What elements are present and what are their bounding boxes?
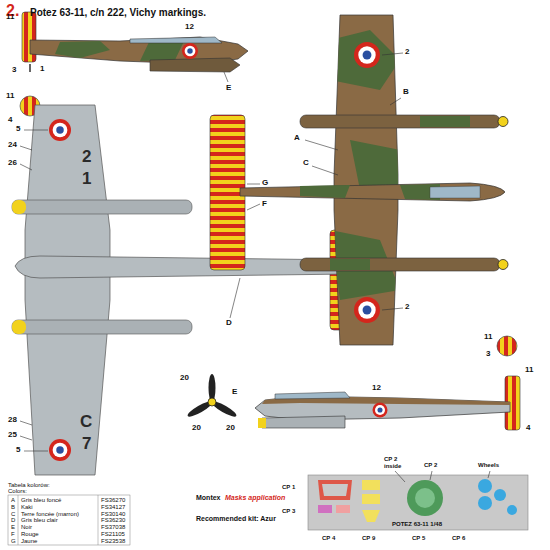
callout-number: 3 (12, 66, 16, 75)
code-letter: 1 (82, 170, 91, 189)
mask-label: CP 1 (282, 484, 295, 491)
callout-number: 5 (16, 446, 20, 455)
callout-number: D (226, 319, 232, 328)
table-cell: C (11, 511, 15, 518)
lower-view (12, 105, 368, 475)
code-letter: 2 (82, 148, 91, 167)
mask-label: inside (384, 463, 401, 470)
table-cell: F (11, 531, 15, 538)
table-cell: Gris bleu clair (21, 517, 58, 524)
upper-view (210, 15, 508, 345)
callout-number: E (226, 84, 231, 93)
table-cell: Rouge (21, 531, 39, 538)
table-cell: Gris bleu foncé (21, 497, 61, 504)
callout-number: 11 (484, 333, 492, 342)
table-cell: FS36270 (101, 497, 125, 504)
table-cell: D (11, 517, 15, 524)
mask-label: CP 2 (424, 462, 437, 469)
callout-number: E (232, 388, 237, 397)
table-cell: FS21105 (101, 531, 125, 538)
table-cell: B (11, 504, 15, 511)
brand-name: Montex (196, 494, 221, 502)
code-letter: 7 (82, 435, 91, 454)
mask-label: POTEZ 63-11 1/48 (392, 521, 442, 528)
table-cell: Noir (21, 524, 32, 531)
table-cell: FS34127 (101, 504, 125, 511)
callout-number: 12 (372, 384, 381, 393)
callout-number: A (294, 134, 300, 143)
table-title: Colors: (8, 488, 27, 495)
callout-number: 20 (226, 424, 235, 433)
callout-number: 24 (8, 141, 17, 150)
table-cell: A (11, 497, 15, 504)
side-view-lower (255, 376, 520, 430)
mask-label: Masks application (225, 494, 285, 502)
side-view-upper (22, 12, 248, 82)
callout-number: 20 (180, 374, 189, 383)
mask-label: CP 2 (384, 456, 397, 463)
table-cell: FS37038 (101, 524, 125, 531)
callout-number: 28 (8, 416, 17, 425)
kit-note: Recommended kit: Azur (196, 515, 276, 523)
callout-number: 1 (40, 65, 44, 74)
callout-number: B (403, 88, 409, 97)
mask-label: CP 5 (412, 535, 425, 542)
mask-label: CP 3 (282, 508, 295, 515)
table-title: Tabela kolorów: (8, 482, 50, 489)
mask-label: Wheels (478, 462, 499, 469)
mask-label: CP 4 (322, 535, 335, 542)
table-cell: E (11, 524, 15, 531)
callout-number: 12 (185, 23, 194, 32)
callout-number: 11 (6, 92, 14, 101)
mask-label: CP 9 (362, 535, 375, 542)
callout-number: 2 (405, 48, 409, 57)
callout-number: 4 (8, 116, 12, 125)
callout-number: G (262, 179, 268, 188)
callout-number: 4 (526, 424, 530, 433)
callout-number: F (262, 200, 267, 209)
table-cell: Kaki (21, 504, 33, 511)
table-cell: Jaune (21, 538, 37, 545)
figure-title: Potez 63-11, c/n 222, Vichy markings. (30, 7, 206, 18)
callout-number: 20 (192, 424, 201, 433)
code-letter: C (80, 413, 92, 432)
callout-number: 11 (525, 366, 533, 375)
callout-number: 5 (16, 125, 20, 134)
table-cell: FS36230 (101, 517, 125, 524)
colour-table (8, 495, 130, 545)
callout-number: C (303, 159, 309, 168)
table-cell: Terre foncée (marron) (21, 511, 79, 518)
table-cell: G (11, 538, 16, 545)
table-cell: FS23538 (101, 538, 125, 545)
propeller (186, 374, 238, 419)
mask-sheet (308, 471, 528, 530)
table-cell: FS30140 (101, 511, 125, 518)
callout-number: 26 (8, 159, 17, 168)
callout-number: 2 (405, 303, 409, 312)
callout-number: 3 (486, 350, 490, 359)
callout-number: 11 (6, 13, 14, 22)
callout-number: 25 (8, 431, 17, 440)
mask-label: CP 6 (452, 535, 465, 542)
